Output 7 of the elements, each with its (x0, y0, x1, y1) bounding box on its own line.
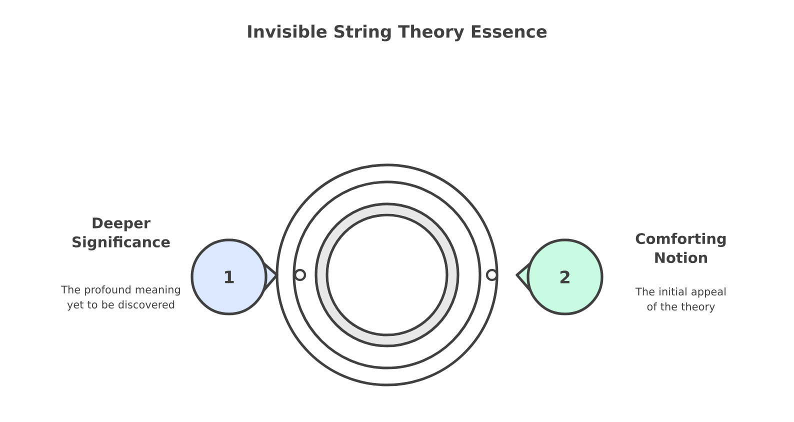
numbered-bubble: 2 (516, 238, 604, 316)
title: Invisible String Theory Essence (248, 24, 547, 42)
numbered-bubble: 1 (190, 238, 278, 316)
description: The initial appeal of the theory (635, 287, 726, 313)
description: The profound meaning yet to be discovered (61, 285, 180, 311)
heading: Comforting Notion (636, 232, 726, 264)
heading: Deeper Significance (72, 218, 170, 250)
